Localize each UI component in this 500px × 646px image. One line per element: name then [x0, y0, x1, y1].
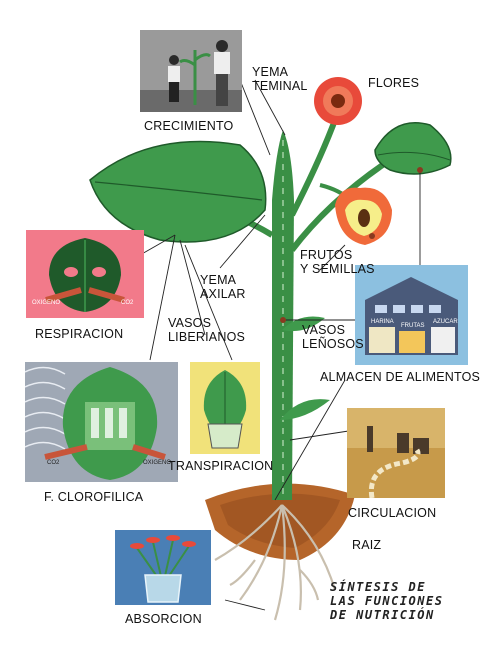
label-absorcion: ABSORCION [125, 612, 202, 626]
diagram-title: SÍNTESIS DE LAS FUNCIONES DE NUTRICIÓN [330, 580, 443, 622]
panel-absorcion [115, 530, 211, 605]
label-vasos-lenosos-line2: LEÑOSOS [302, 337, 364, 351]
respiracion-co2: CO2 [121, 300, 134, 306]
respiracion-oxigeno: OXIGENO [32, 300, 61, 306]
label-yema-axilar-line1: YEMA [200, 273, 237, 287]
almacen-frutas: FRUTAS [401, 323, 425, 329]
label-crecimiento: CRECIMIENTO [144, 119, 234, 133]
panel-transpiracion [190, 362, 260, 454]
label-yema-axilar-line2: AXILAR [200, 287, 246, 301]
panel-crecimiento [140, 30, 242, 112]
label-yema-axilar: YEMA AXILAR [200, 273, 246, 301]
leaf-large-left [89, 140, 267, 243]
almacen-harina: HARINA [371, 319, 394, 325]
pointer-lines [139, 79, 421, 611]
label-circulacion: CIRCULACION [348, 506, 437, 520]
flower [314, 77, 362, 125]
label-frutos-line1: FRUTOS [300, 248, 353, 262]
branch-right-upper [289, 118, 338, 217]
label-raiz: RAIZ [352, 538, 382, 552]
label-frutos: FRUTOS Y SEMILLAS [300, 248, 375, 276]
branch-right-lower [289, 157, 392, 252]
roots [214, 504, 337, 621]
panel-circulacion [347, 408, 445, 498]
label-vasos-liberianos-line2: LIBERIANOS [168, 330, 246, 344]
apple-fruit [335, 187, 392, 245]
panel-respiracion: OXIGENO CO2 [26, 230, 144, 318]
label-vasos-lenosos: VASOS LEÑOSOS [302, 323, 364, 351]
leaf-upper-right [374, 122, 452, 175]
clorofila-oxigeno: OXIGENO [143, 460, 172, 466]
label-vasos-lenosos-line1: VASOS [302, 323, 346, 337]
label-frutos-line2: Y SEMILLAS [300, 262, 375, 276]
title-line3: DE NUTRICIÓN [330, 608, 435, 622]
label-respiracion: RESPIRACION [35, 327, 124, 341]
label-transpiracion: TRANSPIRACION [168, 459, 274, 473]
label-yema-terminal-line1: YEMA [252, 65, 289, 79]
clorofila-co2: CO2 [47, 460, 60, 466]
label-vasos-liberianos: VASOS LIBERIANOS [168, 316, 245, 344]
title-line1: SÍNTESIS DE [330, 580, 426, 594]
panel-almacen: HARINA FRUTAS AZUCAR [355, 265, 468, 365]
label-yema-terminal: YEMA TEMINAL [252, 65, 308, 93]
panel-clorofilica: CO2 OXIGENO [25, 362, 178, 482]
label-vasos-liberianos-line1: VASOS [168, 316, 212, 330]
label-flores: FLORES [368, 76, 420, 90]
label-f-clorofilica: F. CLOROFILICA [44, 490, 144, 504]
main-stem [272, 130, 294, 500]
label-yema-terminal-line2: TEMINAL [252, 79, 308, 93]
title-line2: LAS FUNCIONES [330, 594, 444, 608]
label-almacen: ALMACEN DE ALIMENTOS [320, 370, 481, 384]
almacen-azucar: AZUCAR [433, 319, 458, 325]
